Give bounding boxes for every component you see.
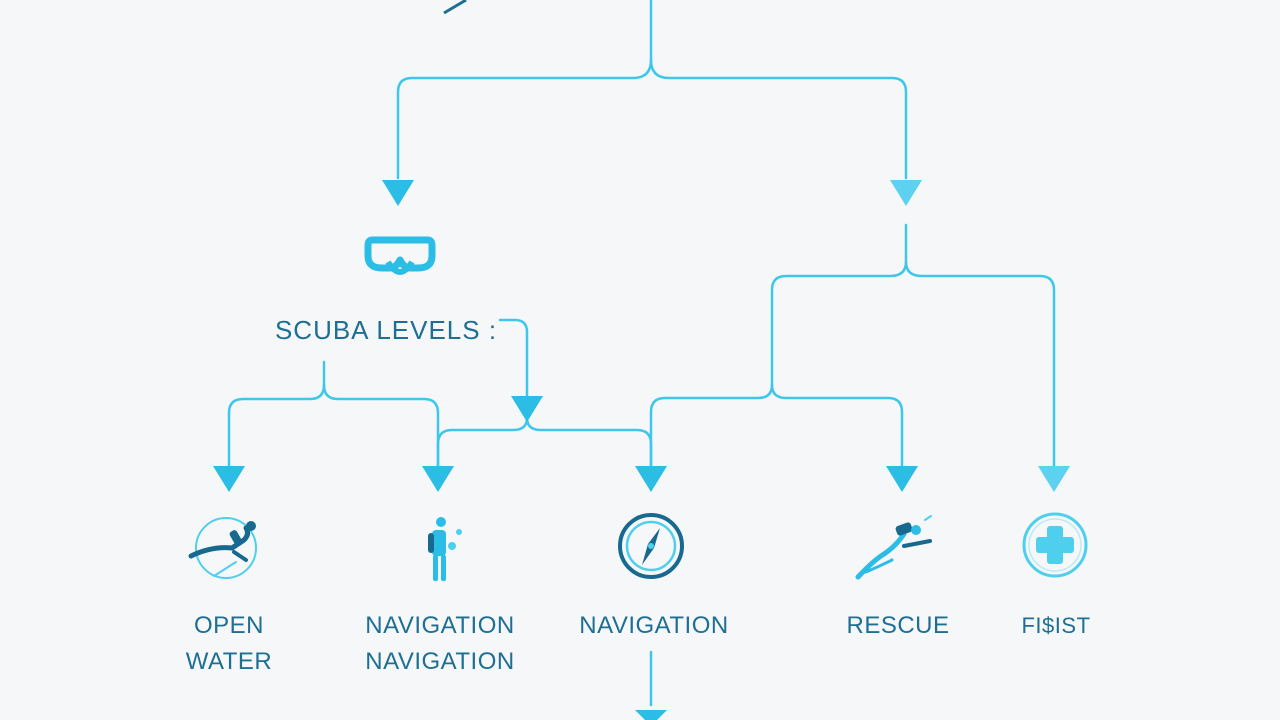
open-water-label-line2: WATER — [185, 648, 273, 675]
arrowheads — [213, 180, 1070, 720]
arrowhead-navigation-2 — [635, 466, 667, 492]
navigation-2-label: NAVIGATION — [579, 612, 729, 639]
connector-root-right — [649, 58, 908, 180]
arrowhead-first-aid — [1038, 466, 1070, 492]
connector-mid-left — [436, 416, 529, 468]
arrowhead-bottom — [635, 710, 667, 720]
diagram-title: SCUBA LEVELS : — [274, 315, 498, 345]
arrowhead-mask — [382, 180, 414, 206]
connector-root-left — [396, 58, 653, 180]
navigation-1-label-line2: NAVIGATION — [365, 648, 515, 675]
top-edge-stroke — [443, 0, 467, 15]
arrowhead-hub — [511, 396, 543, 422]
first-aid-label: FI$IST — [1021, 613, 1091, 638]
connector-lines — [227, 0, 1056, 707]
connector-rescue-left — [649, 383, 774, 468]
arrowhead-open-water — [213, 466, 245, 492]
rescue-label: RESCUE — [846, 612, 950, 639]
arrowhead-right-branch — [890, 180, 922, 206]
diving-mask-icon — [364, 236, 436, 275]
arrowhead-rescue — [886, 466, 918, 492]
navigation-1-label-line1: NAVIGATION — [365, 612, 515, 639]
rescue-diver-icon — [855, 515, 932, 580]
connector-right-right — [904, 260, 1056, 468]
connector-right-left — [770, 260, 908, 387]
arrowhead-navigation-1 — [422, 466, 454, 492]
connector-levels-right — [322, 383, 440, 468]
open-water-label-line1: OPEN — [193, 612, 265, 639]
standing-diver-icon — [428, 517, 462, 581]
connector-title-hook — [498, 318, 529, 398]
medical-cross-icon — [1022, 512, 1088, 578]
diver-circle-icon — [188, 517, 257, 579]
connector-mid-right — [525, 416, 653, 468]
connector-rescue-right — [770, 383, 904, 468]
compass-icon — [618, 513, 684, 579]
connector-levels-left — [227, 383, 326, 468]
